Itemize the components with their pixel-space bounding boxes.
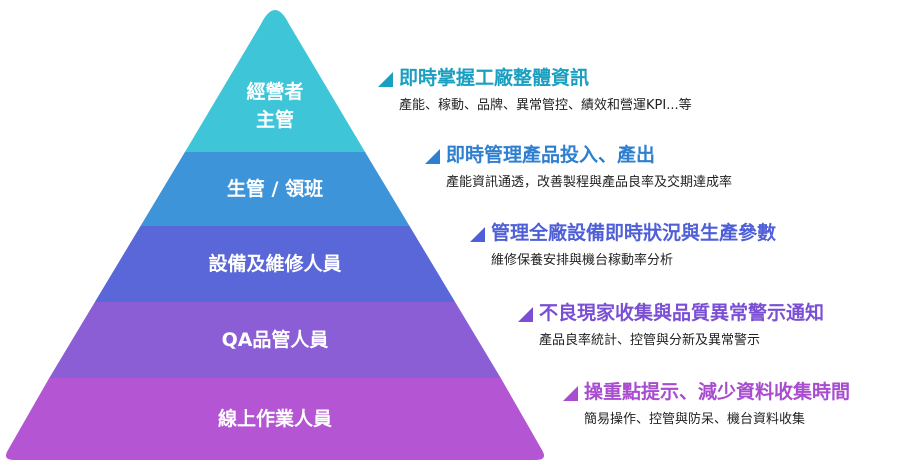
tier-label-line: 設備及維修人員 <box>208 253 342 275</box>
tier-label-line: 生管 / 領班 <box>226 178 324 200</box>
tier-label-line: 主管 <box>255 109 295 131</box>
description-title: 操重點提示、減少資料收集時間 <box>584 381 851 403</box>
description-subtitle: 簡易操作、控管與防呆、機台資料收集 <box>584 412 806 427</box>
description-header: 即時掌握工廠整體資訊 <box>378 65 692 91</box>
corner-marker-icon <box>518 306 533 322</box>
description-subtitle: 維修保養安排與機台稼動率分析 <box>491 253 674 268</box>
description-header: 不良現家收集與品質異常警示通知 <box>518 300 824 326</box>
tier-description-1: 即時掌握工廠整體資訊產能、稼動、品牌、異常管控、績效和營運KPI...等 <box>378 65 692 115</box>
corner-marker-icon <box>378 71 393 87</box>
corner-marker-icon <box>425 148 440 164</box>
tier-label-line: QA品管人員 <box>221 329 329 351</box>
tier-label-2: 生管 / 領班 <box>227 175 323 203</box>
tier-label-line: 經營者 <box>246 81 304 103</box>
tier-description-3: 管理全廠設備即時狀況與生產參數維修保養安排與機台稼動率分析 <box>470 220 776 270</box>
corner-marker-icon <box>470 226 485 242</box>
description-title: 即時掌握工廠整體資訊 <box>399 67 590 89</box>
description-header: 即時管理產品投入、產出 <box>425 142 732 168</box>
tier-label-line: 線上作業人員 <box>217 408 333 430</box>
tier-label-4: QA品管人員 <box>222 326 329 354</box>
description-subtitle: 產能資訊通透，改善製程與產品良率及交期達成率 <box>446 175 733 190</box>
tier-label-1: 經營者主管 <box>246 78 303 134</box>
corner-marker-icon <box>563 385 578 401</box>
pyramid-tier-5 <box>6 378 544 460</box>
description-header: 管理全廠設備即時狀況與生產參數 <box>470 220 776 246</box>
tier-description-4: 不良現家收集與品質異常警示通知產品良率統計、控管與分新及異常警示 <box>518 300 824 350</box>
tier-label-5: 線上作業人員 <box>218 405 332 433</box>
description-title: 不良現家收集與品質異常警示通知 <box>539 302 825 324</box>
description-subtitle: 產品良率統計、控管與分新及異常警示 <box>539 333 761 348</box>
tier-label-3: 設備及維修人員 <box>208 250 341 278</box>
tier-description-2: 即時管理產品投入、產出產能資訊通透，改善製程與產品良率及交期達成率 <box>425 142 732 192</box>
description-header: 操重點提示、減少資料收集時間 <box>563 379 850 405</box>
description-title: 管理全廠設備即時狀況與生產參數 <box>491 222 777 244</box>
description-title: 即時管理產品投入、產出 <box>446 144 656 166</box>
tier-description-5: 操重點提示、減少資料收集時間簡易操作、控管與防呆、機台資料收集 <box>563 379 850 429</box>
pyramid-tier-1 <box>184 10 366 152</box>
description-subtitle: 產能、稼動、品牌、異常管控、績效和營運KPI...等 <box>399 98 692 113</box>
pyramid-tier-2 <box>140 152 410 226</box>
pyramid-tier-4 <box>49 302 501 378</box>
pyramid-tier-3 <box>94 226 456 302</box>
